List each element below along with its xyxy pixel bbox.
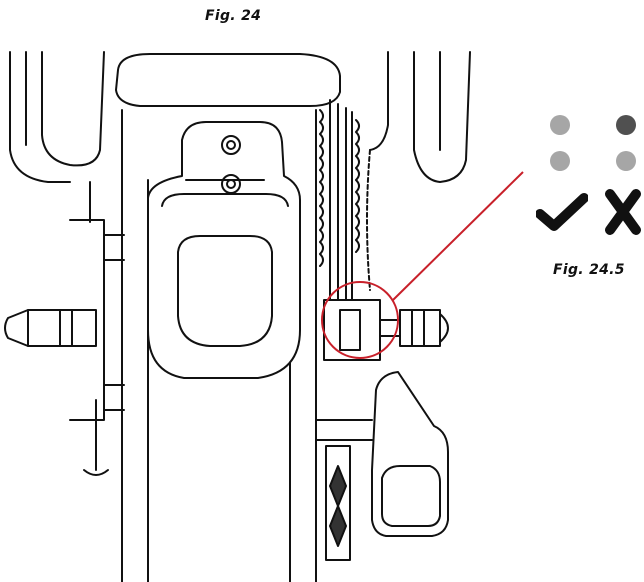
indicator-dot-top-right: [616, 115, 636, 135]
cassette: [320, 100, 400, 360]
axle: [28, 310, 96, 346]
indicator-dot-top-left: [550, 115, 570, 135]
x-mark-icon: [604, 188, 642, 236]
fender-plate: [148, 122, 300, 378]
right-frame-tube: [370, 52, 388, 150]
indicator-dot-bottom-right: [616, 151, 636, 171]
derailleur: [316, 372, 448, 560]
callout-leader-line: [393, 172, 523, 300]
checkmark-icon: [536, 192, 588, 232]
top-bridge: [116, 54, 340, 106]
left-frame-tube: [42, 52, 104, 165]
indicator-dot-bottom-left: [550, 151, 570, 171]
